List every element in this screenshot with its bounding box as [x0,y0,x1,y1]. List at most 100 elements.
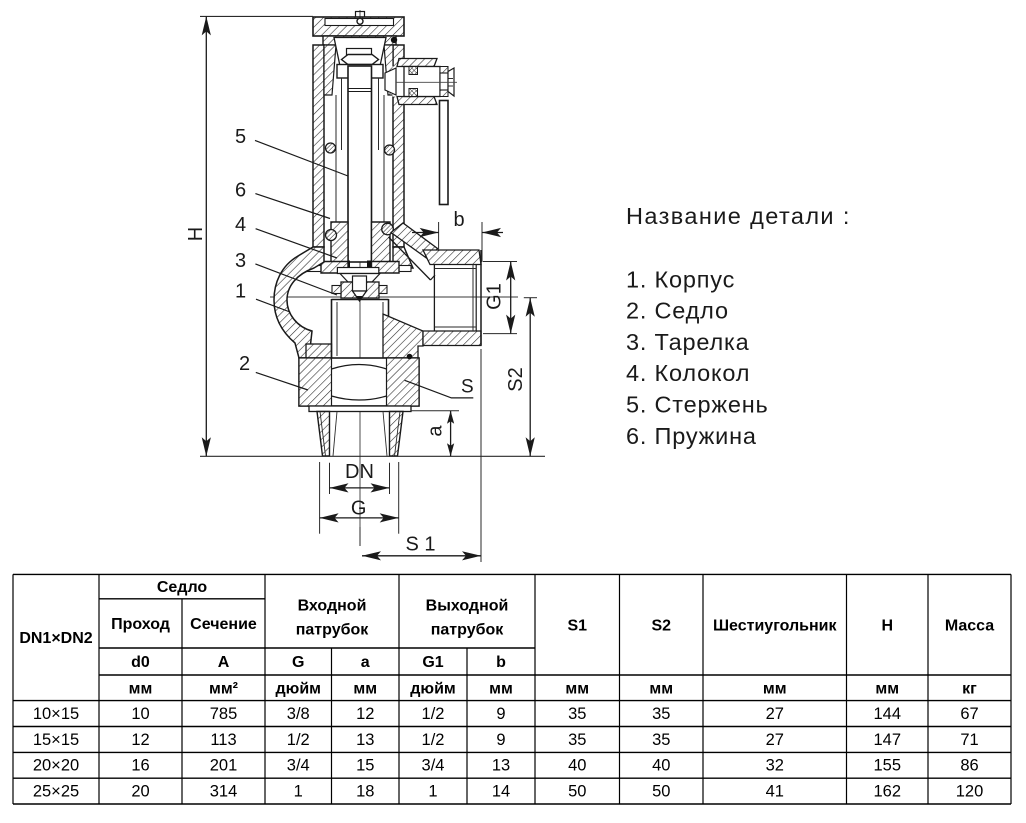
svg-text:мм: мм [129,681,153,698]
svg-text:201: 201 [210,757,238,775]
svg-text:S: S [461,377,474,398]
svg-text:Выходной: Выходной [426,598,509,615]
svg-text:6: 6 [235,179,246,201]
svg-text:3/4: 3/4 [422,757,445,775]
svg-text:27: 27 [766,731,784,749]
svg-text:16: 16 [131,757,149,775]
svg-text:86: 86 [960,757,978,775]
svg-text:32: 32 [766,757,784,775]
svg-text:15: 15 [356,757,374,775]
svg-text:1/2: 1/2 [422,731,445,749]
svg-text:67: 67 [960,705,978,723]
svg-text:6. Пружина: 6. Пружина [626,423,757,449]
svg-text:3/4: 3/4 [287,757,310,775]
svg-text:9: 9 [496,731,505,749]
svg-text:Входной: Входной [298,598,367,615]
svg-text:12: 12 [356,705,374,723]
svg-text:d0: d0 [131,654,150,671]
svg-text:9: 9 [496,705,505,723]
svg-text:5: 5 [235,126,246,148]
svg-text:Название детали :: Название детали : [626,203,851,229]
svg-text:S1: S1 [567,618,587,635]
svg-text:10: 10 [131,705,149,723]
svg-text:S2: S2 [651,618,671,635]
svg-text:13: 13 [356,731,374,749]
svg-text:18: 18 [356,783,374,801]
svg-text:кг: кг [962,681,977,698]
svg-text:G: G [351,498,367,520]
svg-text:41: 41 [766,783,784,801]
svg-text:DN1×DN2: DN1×DN2 [19,630,92,647]
svg-text:1/2: 1/2 [422,705,445,723]
svg-text:120: 120 [956,783,984,801]
svg-text:27: 27 [766,705,784,723]
svg-text:12: 12 [131,731,149,749]
svg-text:мм: мм [763,681,787,698]
svg-text:15×15: 15×15 [33,731,79,749]
svg-text:2. Седло: 2. Седло [626,298,729,324]
svg-text:3/8: 3/8 [287,705,310,723]
svg-text:20×20: 20×20 [33,757,79,775]
svg-text:35: 35 [652,705,670,723]
svg-text:3. Тарелка: 3. Тарелка [626,329,750,355]
svg-text:4. Колокол: 4. Колокол [626,360,750,386]
svg-text:DN: DN [345,461,374,483]
svg-text:13: 13 [492,757,510,775]
svg-text:b: b [453,209,464,231]
svg-text:40: 40 [652,757,670,775]
svg-text:1: 1 [235,280,246,302]
svg-text:2: 2 [239,353,250,375]
svg-text:H: H [185,227,207,241]
svg-text:G: G [292,654,304,671]
svg-text:35: 35 [568,731,586,749]
svg-text:35: 35 [568,705,586,723]
svg-text:5. Стержень: 5. Стержень [626,392,769,418]
svg-text:50: 50 [652,783,670,801]
svg-text:1. Корпус: 1. Корпус [626,266,735,292]
svg-text:155: 155 [873,757,901,775]
svg-text:144: 144 [873,705,901,723]
svg-text:113: 113 [210,731,236,749]
svg-text:50: 50 [568,783,586,801]
svg-text:b: b [496,654,506,671]
svg-text:патрубок: патрубок [431,622,505,639]
svg-text:25×25: 25×25 [33,783,79,801]
svg-text:a: a [425,425,447,437]
svg-text:Шестиугольник: Шестиугольник [713,618,838,635]
svg-text:мм: мм [489,681,513,698]
svg-text:147: 147 [873,731,901,749]
svg-text:14: 14 [492,783,510,801]
svg-text:35: 35 [652,731,670,749]
svg-text:a: a [361,654,370,671]
svg-text:дюйм: дюйм [276,681,322,698]
svg-text:1: 1 [294,783,303,801]
svg-text:G1: G1 [422,654,443,671]
svg-text:162: 162 [873,783,901,801]
svg-text:10×15: 10×15 [33,705,79,723]
svg-text:A: A [218,654,230,671]
svg-text:20: 20 [131,783,149,801]
svg-text:мм: мм [565,681,589,698]
svg-text:патрубок: патрубок [296,622,370,639]
svg-text:4: 4 [235,214,246,236]
svg-text:Масса: Масса [945,618,994,635]
svg-text:мм: мм [875,681,899,698]
svg-text:Седло: Седло [157,579,208,596]
svg-text:мм: мм [353,681,377,698]
svg-text:S 1: S 1 [405,534,435,556]
svg-text:314: 314 [210,783,238,801]
svg-text:мм²: мм² [209,681,238,698]
svg-text:H: H [881,618,893,635]
svg-text:Проход: Проход [111,616,170,633]
svg-text:дюйм: дюйм [410,681,456,698]
svg-text:3: 3 [235,250,246,272]
svg-text:40: 40 [568,757,586,775]
svg-text:1: 1 [428,783,437,801]
svg-text:1/2: 1/2 [287,731,310,749]
svg-text:мм: мм [649,681,673,698]
svg-text:S2: S2 [505,367,527,391]
svg-text:G1: G1 [484,283,506,310]
svg-text:71: 71 [960,731,978,749]
svg-text:Сечение: Сечение [190,616,257,633]
svg-text:785: 785 [210,705,238,723]
